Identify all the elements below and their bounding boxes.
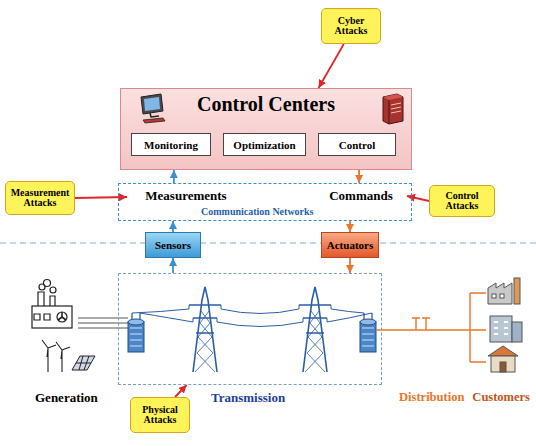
- factory-icon: [488, 278, 520, 304]
- connector-arrow: [172, 221, 174, 232]
- callout-text: Cyber Attacks: [324, 16, 378, 37]
- function-box: Optimization: [223, 133, 306, 156]
- house-icon: [488, 346, 518, 372]
- sensor-box: Sensors: [145, 232, 201, 258]
- attack-callout: Physical Attacks: [130, 397, 190, 433]
- attack-callout: Control Attacks: [429, 185, 495, 217]
- region-label: Transmission: [211, 390, 285, 406]
- attack-callout: Cyber Attacks: [321, 8, 381, 44]
- function-box: Control: [318, 133, 396, 156]
- power-plant-icon: [32, 280, 72, 329]
- connector-arrow: [407, 196, 429, 201]
- box-label: Monitoring: [144, 139, 198, 151]
- network-region: Communication Networks Measurements Comman…: [118, 183, 412, 221]
- connector-arrow: [319, 44, 344, 88]
- computer-icon: [141, 94, 165, 123]
- connector-arrow: [175, 385, 187, 397]
- office-icon: [490, 316, 522, 342]
- connector-arrow: [349, 221, 351, 232]
- transmission-region: Transmission: [118, 273, 382, 385]
- item-label: Measurements: [145, 188, 226, 204]
- panel-title: Control Centers: [121, 93, 411, 116]
- connector-arrow: [349, 258, 351, 273]
- callout-text: Physical Attacks: [133, 405, 187, 426]
- connector-arrow: [172, 258, 174, 273]
- connector-arrow: [358, 170, 360, 183]
- server-icon: [383, 94, 403, 124]
- box-label: Control: [339, 139, 375, 151]
- control-center-panel: Control CentersMonitoring Optimization Con…: [120, 88, 412, 170]
- item-label: Commands: [329, 188, 393, 204]
- stage-label: Customers: [472, 390, 530, 405]
- network-item: Measurements: [127, 186, 245, 206]
- connector-arrow: [75, 197, 127, 198]
- box-label: Actuators: [327, 239, 373, 251]
- box-label: Sensors: [155, 239, 191, 251]
- connector-arrow: [173, 170, 175, 183]
- function-box: Monitoring: [131, 133, 211, 156]
- region-label: Communication Networks: [201, 206, 314, 217]
- box-label: Optimization: [233, 139, 295, 151]
- attack-callout: Measurement Attacks: [5, 181, 75, 215]
- actuator-box: Actuators: [321, 232, 379, 258]
- solar-panel-icon: [72, 356, 95, 370]
- callout-text: Control Attacks: [432, 191, 492, 212]
- stage-label: Distribution: [399, 390, 464, 405]
- network-item: Commands: [315, 186, 407, 206]
- callout-text: Measurement Attacks: [8, 188, 72, 209]
- stage-label: Generation: [35, 390, 98, 406]
- wind-turbine-icon: [42, 340, 70, 372]
